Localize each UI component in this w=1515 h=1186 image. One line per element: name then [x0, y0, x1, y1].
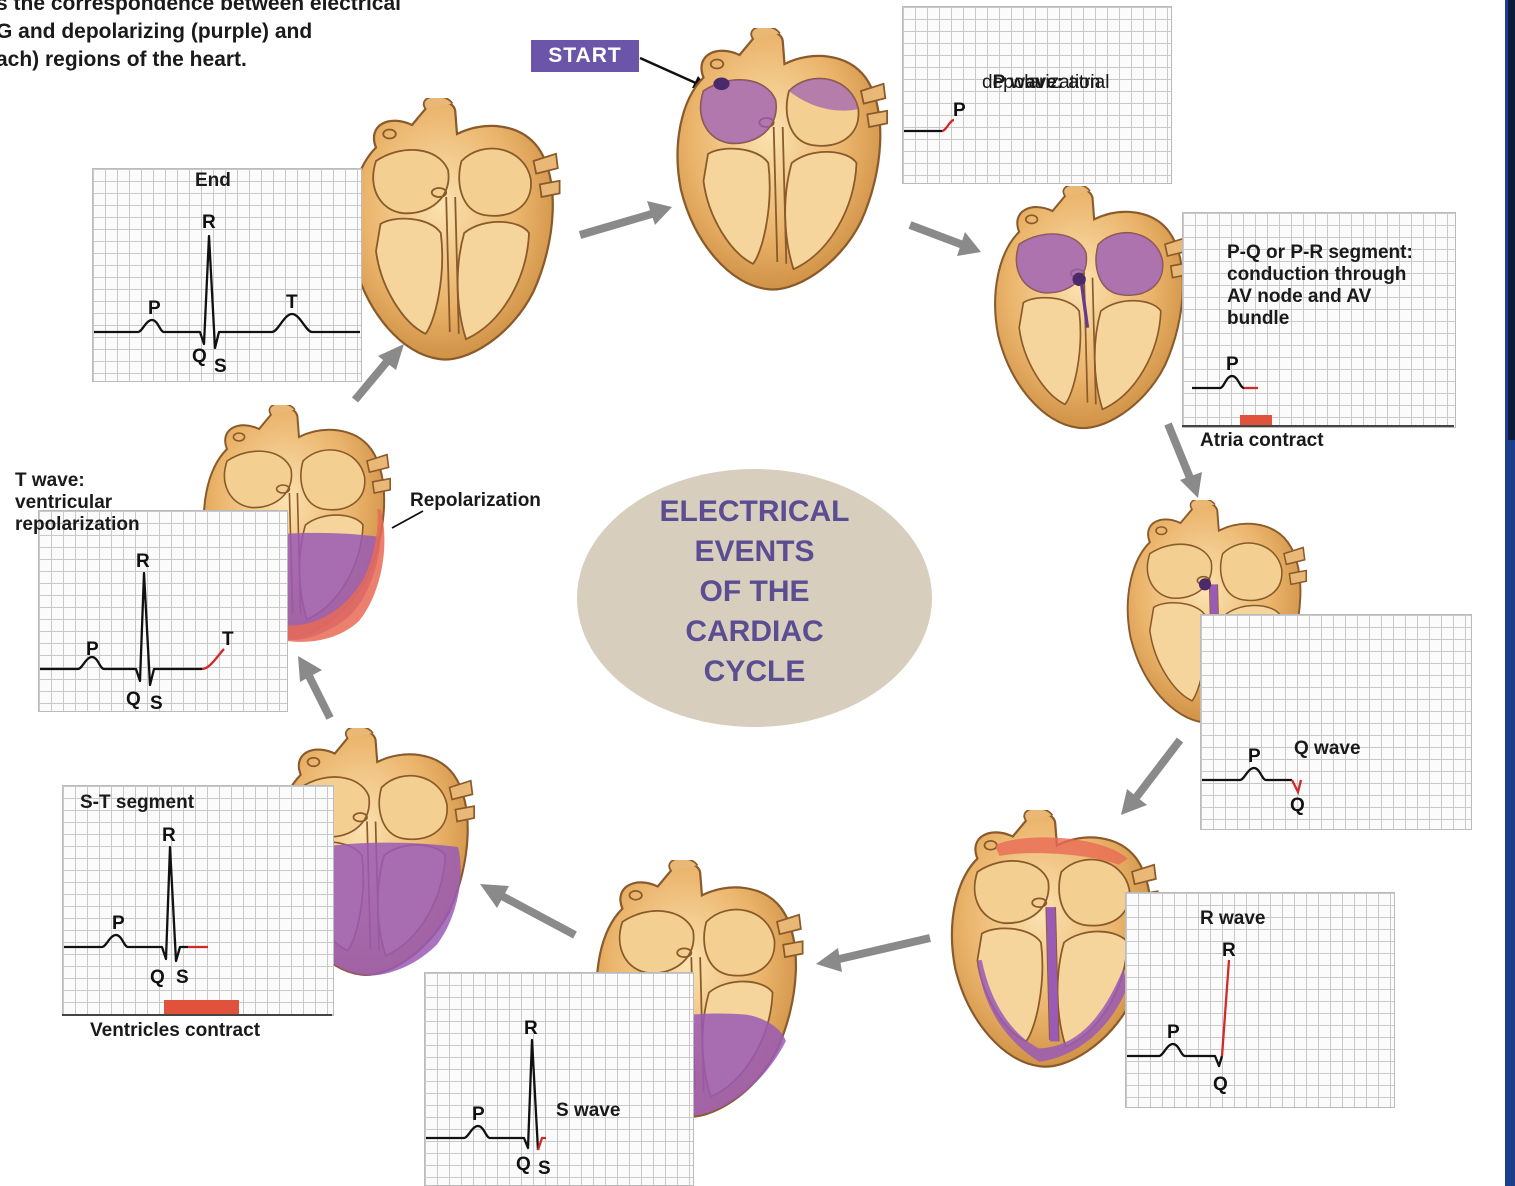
ecg-trace-pq-segment: P: [1190, 350, 1310, 400]
heart-p-wave: [650, 28, 910, 298]
ecg-trace-s-wave: P R Q S: [424, 1010, 574, 1180]
r-wave-title: R wave: [1200, 908, 1265, 930]
heart-end: [330, 98, 575, 368]
ventricles-contract-label: Ventricles contract: [90, 1020, 260, 1042]
pq-title-line1: P-Q or P-R segment:: [1227, 242, 1413, 264]
start-badge: START: [531, 40, 639, 72]
ventricles-contract-bar: [164, 1000, 239, 1014]
ecg-label-q: Q: [1213, 1074, 1228, 1095]
ecg-trace-q-wave: P Q: [1200, 740, 1320, 820]
t-wave-title-line2: ventricular: [15, 492, 112, 514]
ecg-label-r: R: [136, 551, 150, 572]
pq-title-line3: AV node and AV: [1227, 286, 1371, 308]
ecg-trace-r-wave: P R Q: [1125, 930, 1275, 1090]
ecg-label-s: S: [150, 693, 163, 714]
cycle-arrow-7: [290, 652, 340, 722]
ecg-label-r: R: [524, 1018, 538, 1039]
t-wave-title-line1: T wave:: [15, 470, 85, 492]
ecg-trace-t-wave: P R T Q S: [38, 545, 268, 715]
ecg-label-r: R: [202, 212, 216, 233]
heart-pq-segment: [975, 186, 1205, 436]
ecg-label-t: T: [222, 629, 234, 650]
st-baseline: [62, 1014, 332, 1016]
pq-baseline: [1182, 425, 1454, 427]
repolarization-pointer: [388, 508, 428, 532]
ecg-label-p: P: [148, 298, 161, 319]
ecg-label-s: S: [176, 967, 189, 988]
cycle-arrow-4: [1115, 735, 1190, 820]
ecg-label-s: S: [538, 1158, 551, 1179]
ecg-trace-p-wave: P: [902, 90, 1002, 150]
t-wave-title-line3: repolarization: [15, 514, 140, 536]
ecg-label-t: T: [286, 292, 298, 313]
atria-contract-label: Atria contract: [1200, 430, 1324, 452]
ecg-label-p: P: [472, 1104, 485, 1125]
ecg-label-r: R: [162, 825, 176, 846]
cycle-arrow-1: [575, 195, 675, 245]
ecg-label-q: Q: [150, 967, 165, 988]
ecg-label-r: R: [1222, 940, 1236, 961]
ecg-label-q: Q: [516, 1154, 531, 1175]
cycle-arrow-6: [475, 880, 580, 940]
ecg-label-q: Q: [1290, 795, 1305, 816]
ecg-label-p: P: [1226, 354, 1239, 375]
cycle-arrow-5: [810, 930, 935, 975]
cycle-arrow-2: [905, 220, 985, 260]
pq-title-line4: bundle: [1227, 308, 1289, 330]
ecg-trace-st-segment: P R Q S: [62, 825, 222, 985]
ecg-label-q: Q: [192, 346, 207, 367]
ecg-label-s: S: [214, 356, 227, 377]
ecg-label-p: P: [953, 100, 966, 121]
ecg-label-p: P: [112, 913, 125, 934]
ecg-label-p: P: [1248, 746, 1261, 767]
pq-title-line2: conduction through: [1227, 264, 1406, 286]
ecg-label-q: Q: [126, 689, 141, 710]
st-segment-title: S-T segment: [80, 792, 194, 814]
ecg-trace-end: P R T Q S: [92, 210, 360, 380]
end-title: End: [195, 170, 231, 192]
ecg-label-p: P: [86, 639, 99, 660]
slide-edge-bar-dark: [1508, 0, 1515, 440]
repolarization-label: Repolarization: [410, 490, 541, 512]
center-title: ELECTRICAL EVENTS OF THE CARDIAC CYCLE: [577, 492, 932, 692]
ecg-label-p: P: [1167, 1022, 1180, 1043]
figure-caption: s the correspondence between electrical …: [0, 0, 401, 74]
